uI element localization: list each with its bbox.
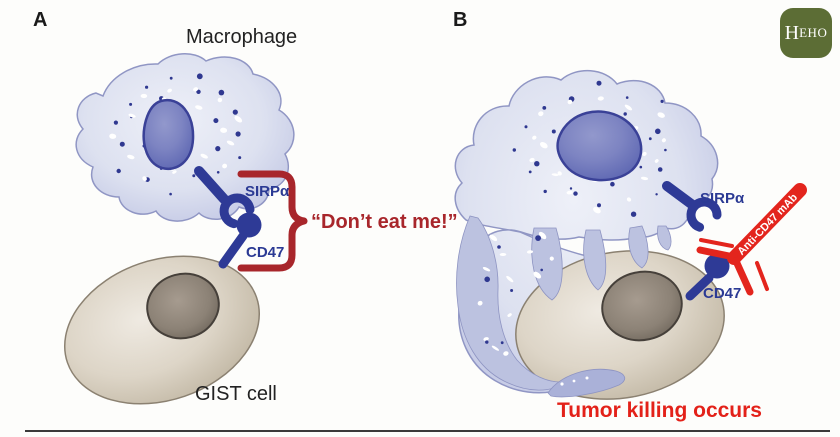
sirpa-receptor-b-icon <box>662 181 722 232</box>
cd47-receptor-b-icon <box>685 253 730 301</box>
macrophage-label: Macrophage <box>186 26 298 48</box>
tumor-killing-caption: Tumor killing occurs <box>557 399 762 422</box>
anti-cd47-antibody-icon <box>696 183 807 296</box>
sirpa-receptor-a-icon <box>194 166 255 229</box>
heho-logo-rest: EHO <box>799 25 828 40</box>
macrophage-b-arm-speckles <box>477 231 554 356</box>
macrophage-b-pseudopods <box>456 215 672 398</box>
bottom-rule <box>25 430 830 432</box>
gist-cell-a-nucleus <box>146 272 220 340</box>
panel-b-letter: B <box>453 9 468 31</box>
cd47-label-a: CD47 <box>246 244 285 261</box>
sirpa-label-a: SIRPα <box>245 183 290 200</box>
pseudopod-highlights <box>560 376 589 386</box>
cd47-label-b: CD47 <box>703 285 742 302</box>
dont-eat-me-brace <box>237 170 308 272</box>
macrophage-a-nucleus <box>142 98 195 171</box>
gist-cell-b-nucleus <box>601 270 683 342</box>
sirpa-label-b: SIRPα <box>700 190 745 207</box>
cd47-receptor-a-icon <box>218 212 262 269</box>
antibody-label: Anti-CD47 mAb <box>735 191 800 258</box>
macrophage-b-speckles <box>512 80 667 217</box>
panel-a-letter: A <box>33 9 48 31</box>
macrophage-b-nucleus <box>556 110 643 182</box>
dont-eat-me-text: “Don’t eat me!” <box>311 211 458 233</box>
heho-logo-initial: H <box>784 21 800 44</box>
gist-cell-label: GIST cell <box>195 383 277 405</box>
